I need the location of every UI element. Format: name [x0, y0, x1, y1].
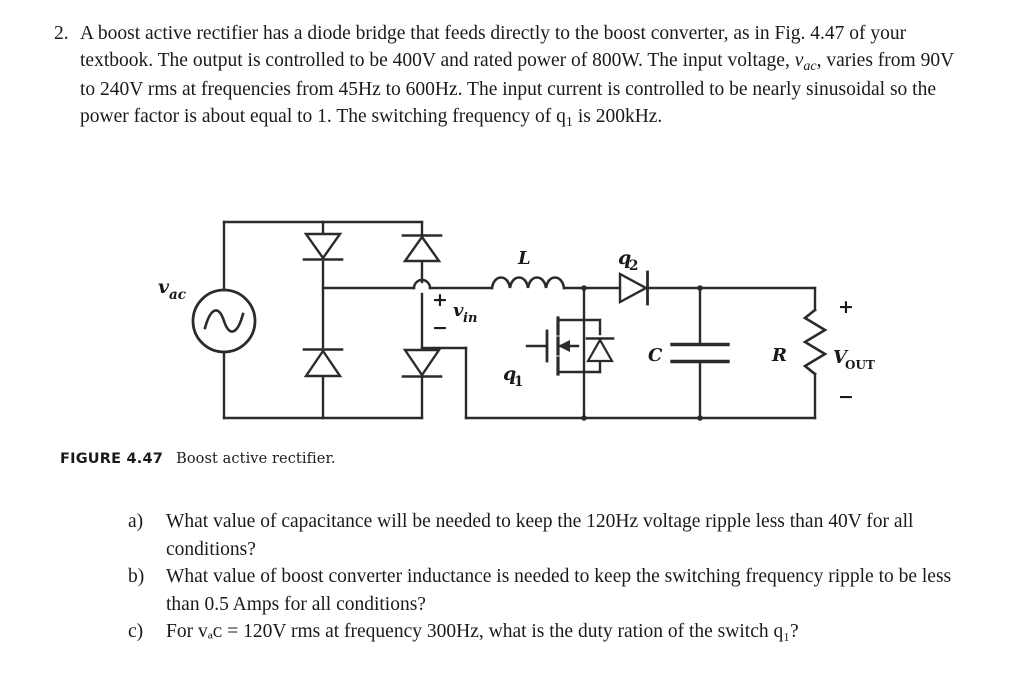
label-capacitor: C [648, 345, 663, 366]
sub-question-a-text: What value of capacitance will be needed… [166, 511, 914, 560]
label-vout-sub: OUT [845, 358, 875, 372]
sub-question-b: b) What value of boost converter inducta… [128, 563, 958, 618]
problem-text: A boost active rectifier has a diode bri… [80, 23, 954, 130]
sub-question-b-marker: b) [128, 566, 145, 587]
ac-source-sine [203, 309, 245, 333]
label-vin-minus: − [432, 317, 448, 339]
label-vin: v [453, 300, 464, 321]
label-vout-plus: + [838, 296, 854, 318]
junction-output-top [697, 285, 703, 291]
problem-number: 2. [54, 23, 69, 44]
label-vout: V [833, 347, 849, 368]
figure-caption-text: Boost active rectifier. [176, 451, 336, 467]
label-source-sub: ac [169, 287, 186, 303]
label-vout-minus: − [838, 386, 854, 408]
sub-question-a-marker: a) [128, 511, 144, 532]
sub-questions: a) What value of capacitance will be nee… [128, 508, 958, 646]
diode-q2-triangle [618, 271, 649, 305]
mosfet-body-arrow [558, 340, 570, 352]
junction-switch-node [581, 285, 587, 291]
body-diode-triangle [586, 337, 614, 363]
resistor-zigzag [802, 308, 828, 376]
diode-d3-triangle [303, 348, 343, 378]
figure-caption-label: FIGURE 4.47 [60, 451, 164, 467]
label-diode-q2: q [618, 247, 631, 269]
junction-switch-node-bottom [581, 415, 587, 421]
figure-caption: FIGURE 4.47 Boost active rectifier. [60, 451, 336, 468]
sub-question-a: a) What value of capacitance will be nee… [128, 508, 958, 563]
label-resistor: R [771, 345, 787, 366]
diode-d2-triangle [402, 234, 442, 263]
label-switch-q1: q [503, 363, 516, 385]
label-inductor: L [517, 248, 531, 269]
label-source: v [158, 276, 170, 298]
label-vin-sub: in [463, 311, 477, 326]
boost-active-rectifier-schematic: v ac L q 2 q 1 C R + − v in + − V OUT [158, 220, 875, 421]
wire-hop [412, 278, 432, 290]
ac-source-circle [191, 288, 257, 354]
label-switch-q1-sub: 1 [514, 374, 523, 390]
label-vin-plus: + [432, 289, 448, 311]
sub-question-b-text: What value of boost converter inductance… [166, 566, 952, 615]
problem-statement: 2. A boost active rectifier has a diode … [54, 20, 966, 132]
circuit-figure: v ac L q 2 q 1 C R + − v in + − V OUT [0, 188, 1024, 446]
sub-question-c-marker: c) [128, 621, 144, 642]
diode-d4-triangle [402, 348, 442, 378]
inductor-coil [490, 276, 566, 290]
diode-d1-triangle [303, 232, 343, 261]
junction-output-bottom [697, 415, 703, 421]
label-diode-q2-sub: 2 [629, 258, 638, 274]
sub-question-c-text: For vₐᴄ = 120V rms at frequency 300Hz, w… [166, 621, 799, 642]
sub-question-c: c) For vₐᴄ = 120V rms at frequency 300Hz… [128, 618, 958, 646]
